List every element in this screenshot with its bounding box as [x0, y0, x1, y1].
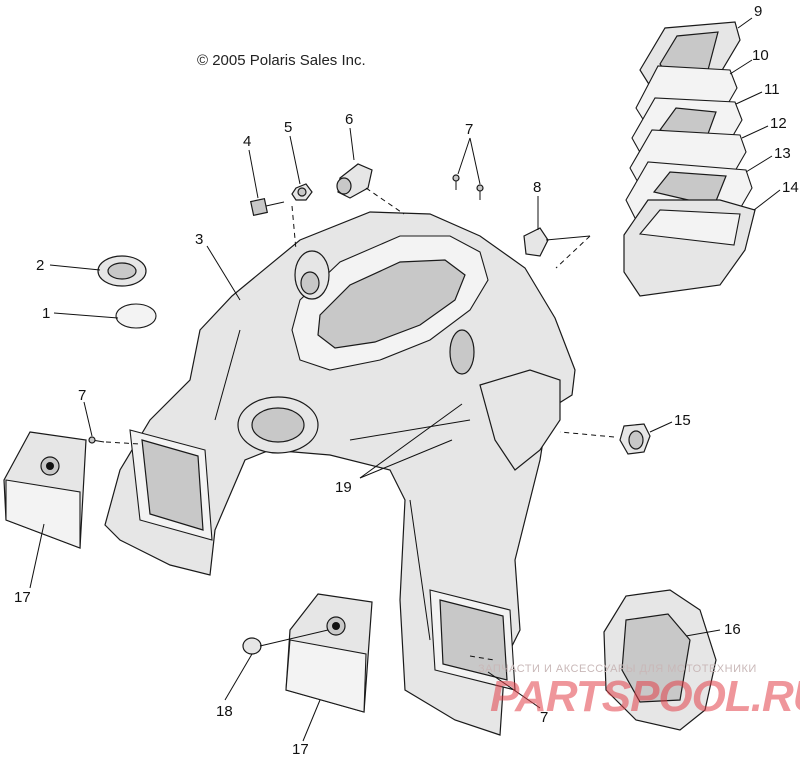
watermark-logo: PARTSPOOL.RU [490, 672, 800, 721]
leader-lines [29, 17, 781, 742]
shroud-14 [623, 199, 756, 297]
switch-8 [523, 227, 591, 257]
callout-7-bottom: 7 [540, 709, 548, 726]
callout-1: 1 [42, 305, 50, 322]
access-panel-17-right [285, 593, 373, 713]
callout-4: 4 [243, 133, 251, 150]
callout-5: 5 [284, 119, 292, 136]
callout-14: 14 [782, 179, 799, 196]
callout-2: 2 [36, 257, 44, 274]
callout-10: 10 [752, 47, 769, 64]
callout-7-left: 7 [78, 387, 86, 404]
storage-box-16 [603, 589, 717, 731]
copyright-notice: © 2005 Polaris Sales Inc. [197, 52, 366, 69]
watermark-tagline: ЗАПЧАСТИ И АКСЕССУАРЫ ДЛЯ МОТОТЕХНИКИ [478, 663, 757, 675]
callout-9: 9 [754, 3, 762, 20]
plug-18 [242, 637, 262, 655]
o-ring-1 [115, 303, 157, 329]
callout-3: 3 [195, 231, 203, 248]
callout-15: 15 [674, 412, 691, 429]
screw-7-left [88, 436, 105, 444]
callout-18: 18 [216, 703, 233, 720]
bezel-ring-2 [97, 255, 147, 287]
hood-console-body [104, 211, 576, 736]
ignition-switch-6 [336, 163, 373, 199]
callout-17-left: 17 [14, 589, 31, 606]
callout-13: 13 [774, 145, 791, 162]
clip-15 [619, 423, 651, 455]
screws-7-top [452, 174, 484, 200]
nut-5 [291, 183, 313, 201]
callout-17-right: 17 [292, 741, 309, 757]
callout-7-top: 7 [465, 121, 473, 138]
access-panel-17-left [3, 431, 87, 549]
callout-labels: 1 2 3 4 5 6 7 8 9 10 11 12 13 14 15 16 7… [14, 3, 799, 757]
key-4 [249, 197, 285, 217]
callout-19: 19 [335, 479, 352, 496]
callout-12: 12 [770, 115, 787, 132]
callout-8: 8 [533, 179, 541, 196]
callout-11: 11 [764, 81, 780, 98]
callout-16: 16 [724, 621, 741, 638]
callout-6: 6 [345, 111, 353, 128]
